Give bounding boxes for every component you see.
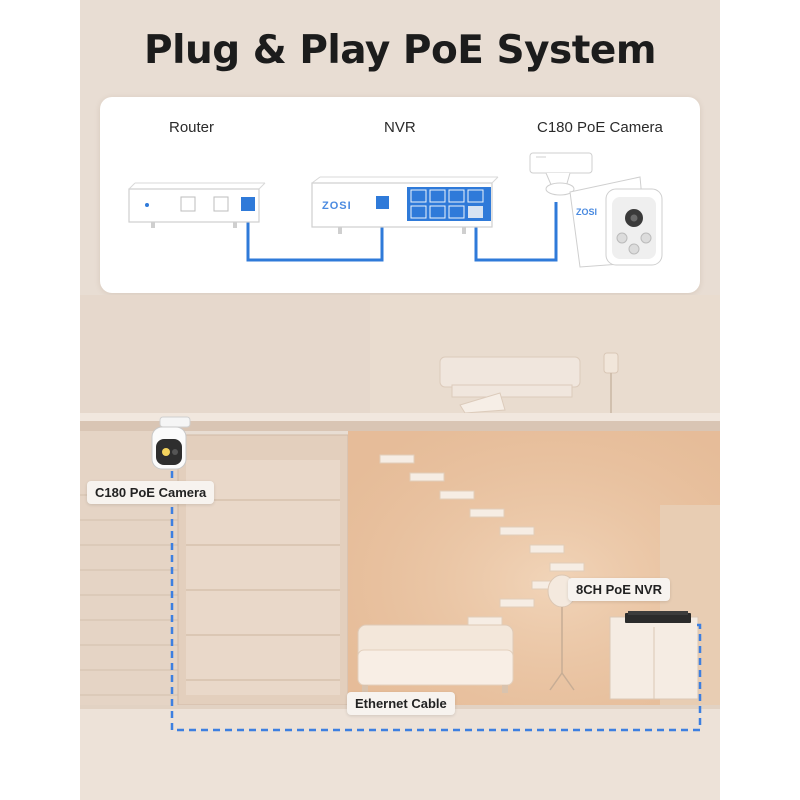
interior-graphic — [80, 295, 720, 800]
nvr-unit-icon — [625, 613, 691, 623]
house-interior-illustration: C180 PoE Camera 8CH PoE NVR Ethernet Cab… — [80, 295, 720, 800]
camera-device-icon: ZOSI — [529, 152, 663, 268]
camera-label: C180 PoE Camera — [537, 119, 663, 136]
wall-camera-icon — [151, 416, 191, 470]
nvr-location-tag: 8CH PoE NVR — [568, 578, 670, 601]
ethernet-cable-tag: Ethernet Cable — [347, 692, 455, 715]
camera-brand-mark: ZOSI — [576, 207, 597, 217]
upper-floor-lamp — [603, 352, 619, 413]
upper-floor-sofa — [439, 356, 581, 414]
ethernet-cable-route — [170, 471, 702, 732]
router-device-icon — [128, 182, 266, 228]
diagram-cables — [246, 202, 558, 262]
camera-location-tag: C180 PoE Camera — [87, 481, 215, 504]
router-label: Router — [169, 119, 215, 136]
nvr-camera-cable — [474, 202, 558, 262]
nvr-cabinet — [609, 611, 699, 700]
router-nvr-cable — [246, 209, 384, 262]
nvr-label: NVR — [384, 119, 416, 136]
connection-diagram-card: Router NVR C180 PoE Camera — [100, 97, 700, 293]
nvr-device-icon: ZOSI — [311, 176, 499, 234]
diagram-graphic: ZOSI — [128, 152, 663, 268]
living-room-sofa — [357, 624, 514, 693]
nvr-brand-mark: ZOSI — [322, 200, 352, 212]
page-title: Plug & Play PoE System — [144, 28, 656, 73]
garage-door — [177, 434, 349, 706]
